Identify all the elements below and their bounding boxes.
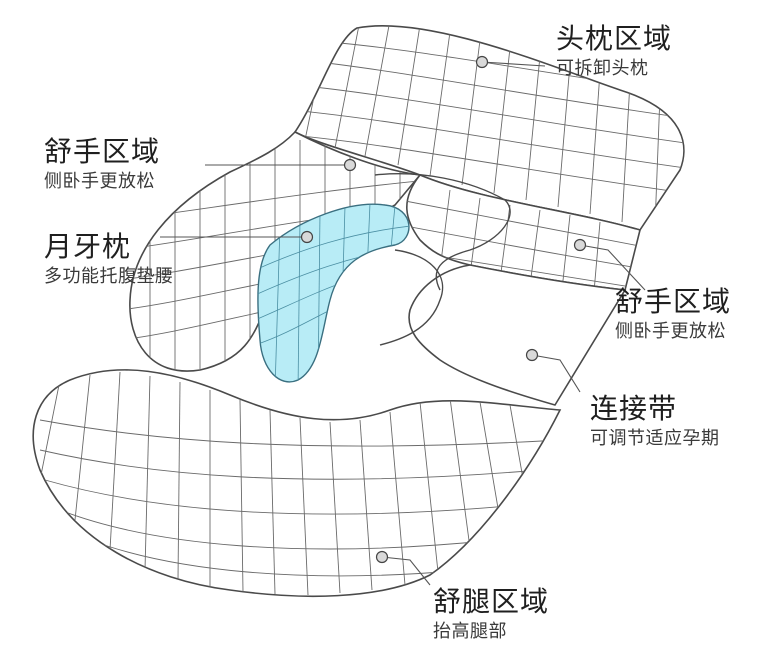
head-region [293,24,685,231]
marker-arm-left [343,158,357,172]
label-title: 月牙枕 [44,230,132,263]
label-subtitle: 侧卧手更放松 [44,171,155,192]
label-connecting-band: 连接带 可调节适应孕期 [590,392,720,452]
label-subtitle: 可拆卸头枕 [556,58,649,79]
leader-band [531,354,581,393]
label-subtitle: 抬高腿部 [433,621,507,642]
marker-moon [300,230,314,244]
leader-arm-right [579,244,646,291]
marker-arm-right [573,238,587,252]
label-crescent-pillow: 月牙枕 多功能托腹垫腰 [44,230,174,290]
label-title: 舒腿区域 [433,585,550,618]
label-title: 舒手区域 [615,285,732,318]
label-subtitle: 多功能托腹垫腰 [44,266,174,287]
label-subtitle: 侧卧手更放松 [615,321,726,342]
label-head-region: 头枕区域 可拆卸头枕 [556,22,672,82]
label-right-arm-region: 舒手区域 侧卧手更放松 [615,285,731,345]
leg-region [32,369,562,598]
label-leg-region: 舒腿区域 抬高腿部 [433,585,549,645]
marker-leg [375,550,389,564]
label-subtitle: 可调节适应孕期 [590,428,720,449]
connecting-band-region [374,173,627,406]
label-title: 舒手区域 [44,135,161,168]
label-title: 头枕区域 [556,22,673,55]
label-title: 连接带 [590,392,678,425]
leader-leg [381,556,431,586]
marker-band [525,348,539,362]
leader-head [481,61,546,67]
label-left-arm-region: 舒手区域 侧卧手更放松 [44,135,160,195]
marker-head [475,55,489,69]
